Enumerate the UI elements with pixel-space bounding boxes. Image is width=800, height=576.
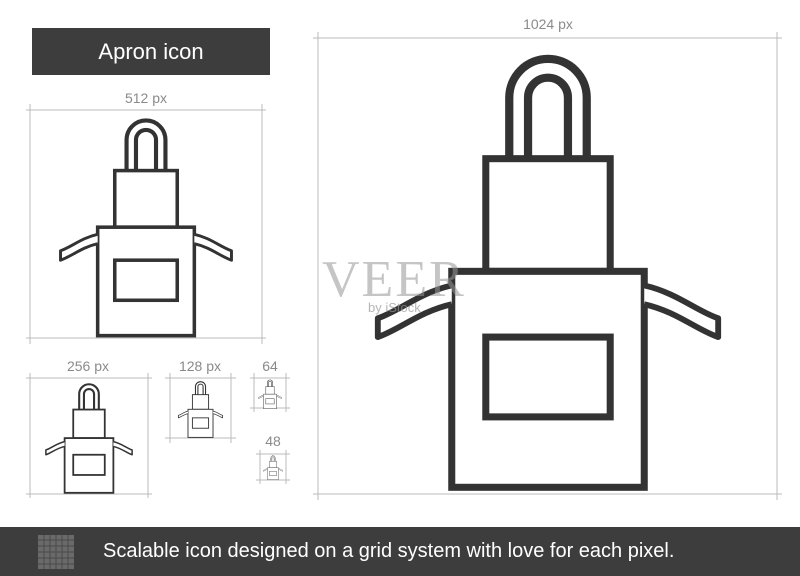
size-label-48: 48 xyxy=(265,433,281,449)
size-label-64: 64 xyxy=(262,358,278,374)
apron-icon-256 xyxy=(44,383,134,494)
footer-bar: Scalable icon designed on a grid system … xyxy=(0,527,800,576)
footer-caption: Scalable icon designed on a grid system … xyxy=(103,540,675,562)
size-label-128: 128 px xyxy=(178,358,222,374)
page-title: Apron icon xyxy=(98,38,204,64)
size-label-1024: 1024 px xyxy=(523,16,573,32)
size-label-512: 512 px xyxy=(124,90,168,106)
apron-icon-512 xyxy=(30,114,262,338)
apron-icon-64 xyxy=(258,379,282,409)
apron-icon-48 xyxy=(263,455,283,480)
apron-icon-large xyxy=(318,46,778,492)
apron-icon-128 xyxy=(177,381,224,438)
pixel-grid-icon xyxy=(38,535,74,569)
title-banner: Apron icon xyxy=(32,28,270,75)
size-label-256: 256 px xyxy=(66,358,110,374)
